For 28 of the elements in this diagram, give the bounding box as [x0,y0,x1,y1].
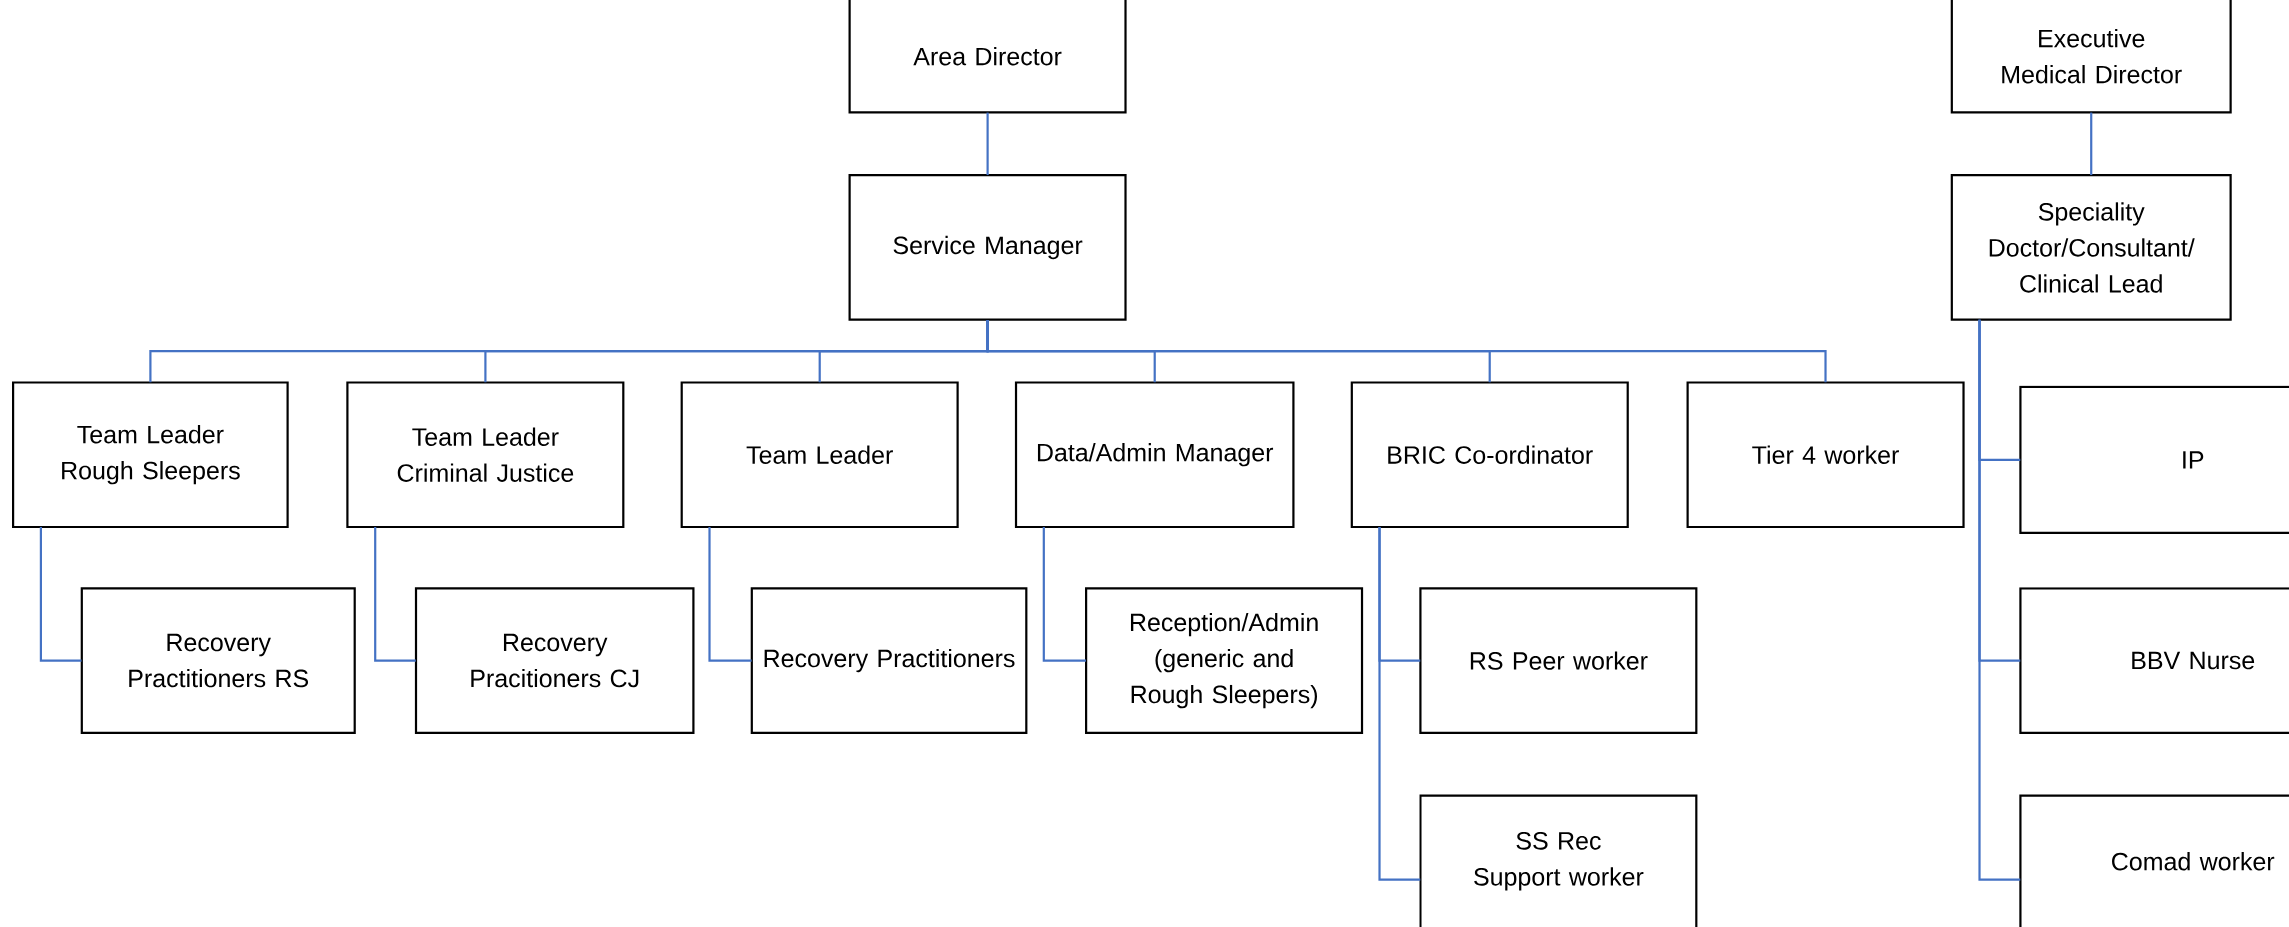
org-box: Comad worker [2019,794,2289,927]
connector-line [1378,527,1421,881]
connector-line [1978,319,2021,881]
org-box: Team Leader Rough Sleepers [12,381,289,529]
org-box: Executive Medical Director [1950,0,2232,114]
org-box: BBV Nurse [2019,587,2289,734]
org-box: RS Peer worker [1419,587,1698,734]
connector-line [708,527,752,662]
connector-line [39,527,82,662]
org-box: Recovery Pracitioners CJ [414,587,695,734]
org-box: Service Manager [848,174,1127,321]
connector-line [986,319,1827,383]
org-box: Recovery Practitioners [750,587,1028,734]
org-box: Tier 4 worker [1686,381,1965,529]
connector-line [986,112,989,176]
org-box: Area Director [848,0,1127,114]
connector-line [2090,112,2093,176]
connector-line [1042,527,1086,662]
org-box: SS Rec Support worker [1419,794,1698,927]
org-box: Reception/Admin (generic and Rough Sleepers) [1085,587,1364,734]
org-box: Data/Admin Manager [1014,381,1295,529]
org-box: BRIC Co-ordinator [1350,381,1629,529]
org-box: Speciality Doctor/Consultant/ Clinical Lead [1950,174,2232,321]
org-box: Recovery Practitioners RS [80,587,356,734]
org-box: IP [2019,385,2289,534]
connector-line [374,527,416,662]
org-box: Team Leader Criminal Justice [346,381,625,529]
org-box: Team Leader [680,381,959,529]
